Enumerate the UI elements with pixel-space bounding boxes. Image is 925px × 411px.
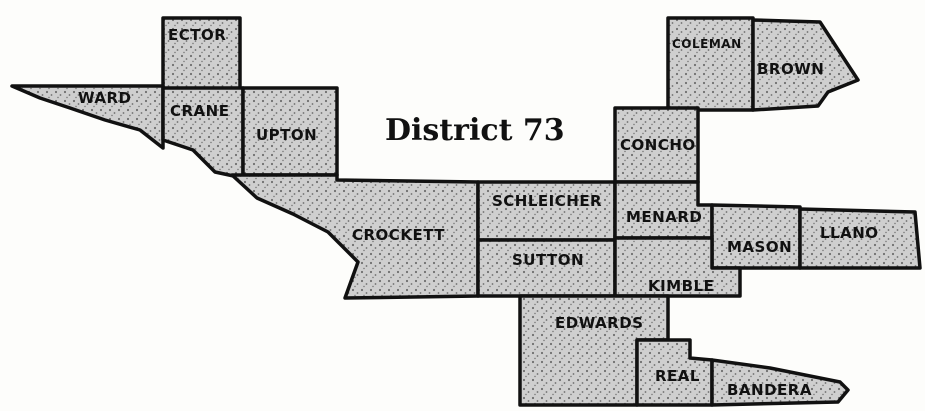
county-crockett xyxy=(230,173,480,300)
label-mason: MASON xyxy=(727,238,792,256)
label-llano: LLANO xyxy=(820,224,879,242)
county-mason xyxy=(710,203,802,270)
label-kimble: KIMBLE xyxy=(648,277,714,295)
label-bandera: BANDERA xyxy=(727,381,812,399)
label-schleicher: SCHLEICHER xyxy=(492,192,602,210)
label-upton: UPTON xyxy=(256,126,317,144)
county-brown xyxy=(751,18,860,112)
county-llano xyxy=(798,207,922,270)
county-coleman xyxy=(666,16,755,112)
county-bandera xyxy=(710,358,850,407)
county-schleicher xyxy=(476,180,617,242)
county-labels: ECTOR WARD CRANE UPTON CROCKETT SCHLEICH… xyxy=(78,26,879,399)
label-coleman: COLEMAN xyxy=(672,37,742,51)
map-title: District 73 xyxy=(385,113,565,148)
label-brown: BROWN xyxy=(757,60,824,78)
label-ector: ECTOR xyxy=(168,26,226,44)
label-concho: CONCHO xyxy=(620,136,696,154)
label-crockett: CROCKETT xyxy=(352,226,445,244)
label-ward: WARD xyxy=(78,89,131,107)
label-real: REAL xyxy=(655,367,700,385)
county-shapes xyxy=(10,16,922,407)
label-crane: CRANE xyxy=(170,102,229,120)
label-menard: MENARD xyxy=(626,208,702,226)
label-edwards: EDWARDS xyxy=(555,314,643,332)
label-sutton: SUTTON xyxy=(512,251,584,269)
